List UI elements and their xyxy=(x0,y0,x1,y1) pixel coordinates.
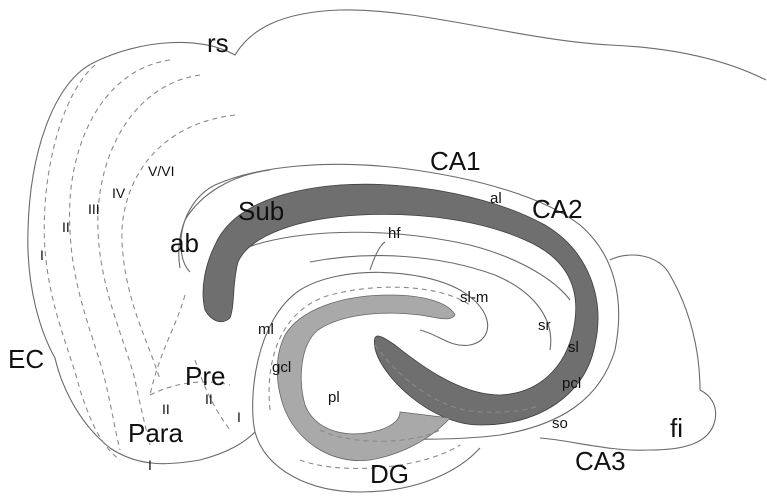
ec-layer-line-2 xyxy=(70,60,170,450)
label-ab: ab xyxy=(170,228,199,258)
label-sl-m: sl-m xyxy=(460,289,488,306)
label-pcl: pcl xyxy=(562,375,581,392)
label-ca1: CA1 xyxy=(430,146,481,176)
label-para: Para xyxy=(128,418,183,448)
label-ml: ml xyxy=(258,321,274,338)
ec-layer-line-1 xyxy=(44,65,120,460)
label-layer-iv-ec: IV xyxy=(112,185,126,201)
label-layer-v-vi-ec: V/VI xyxy=(148,163,174,179)
label-rs: rs xyxy=(207,28,229,58)
label-sub: Sub xyxy=(238,196,284,226)
label-layer-i-pre: I xyxy=(237,409,241,425)
label-layer-ii-pre: II xyxy=(205,391,213,407)
label-ec: EC xyxy=(8,344,44,374)
label-layer-i-ec: I xyxy=(40,247,44,263)
label-al: al xyxy=(490,190,502,207)
label-so: so xyxy=(552,415,568,432)
label-layer-ii-para: II xyxy=(162,401,170,417)
label-sr: sr xyxy=(538,317,551,334)
label-dg: DG xyxy=(370,459,409,489)
label-sl: sl xyxy=(568,339,579,356)
ec-layer-line-5 xyxy=(150,295,185,395)
label-fi: fi xyxy=(670,413,683,443)
label-layer-ii-ec: II xyxy=(62,219,70,235)
label-ca3: CA3 xyxy=(575,446,626,476)
label-gcl: gcl xyxy=(272,359,291,376)
label-layer-iii-ec: III xyxy=(88,201,100,217)
label-ca2: CA2 xyxy=(532,194,583,224)
label-layer-i-para: I xyxy=(148,457,152,473)
label-pl: pl xyxy=(328,389,340,406)
ca-hf-line xyxy=(240,232,570,300)
label-hf: hf xyxy=(388,225,401,242)
label-pre: Pre xyxy=(185,361,225,391)
